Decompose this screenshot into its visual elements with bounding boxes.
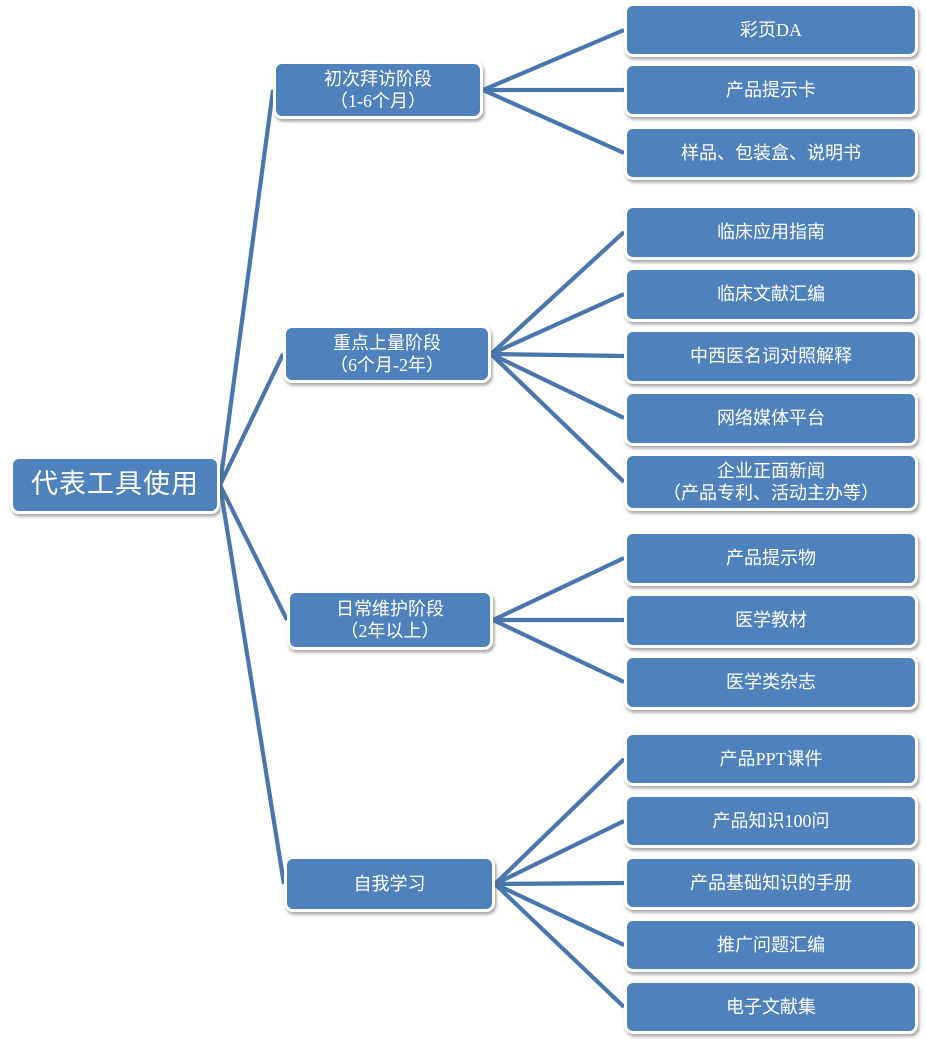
connector-line: [490, 352, 625, 420]
stage-node-sublabel: （1-6个月）: [330, 91, 426, 111]
tool-node-label: 彩页DA: [740, 19, 802, 40]
tool-node-label: 产品知识100问: [712, 810, 830, 831]
tool-node: 产品PPT课件: [624, 732, 918, 786]
tool-node: 网络媒体平台: [624, 391, 918, 446]
connector-line: [494, 882, 625, 947]
root-node-label: 代表工具使用: [31, 469, 199, 500]
stage-node-self-learning: 自我学习: [284, 856, 495, 912]
tool-node: 产品提示物: [624, 531, 918, 586]
stage-node-sublabel: （6个月-2年）: [330, 355, 444, 375]
connector-line: [217, 484, 287, 885]
connector-line: [494, 819, 625, 886]
tool-node-label: 产品基础知识的手册: [690, 872, 852, 893]
connector-line: [218, 484, 289, 621]
tool-node: 产品基础知识的手册: [624, 856, 918, 910]
tool-node: 产品知识100问: [624, 794, 918, 848]
tool-node-label: 产品提示卡: [726, 79, 816, 100]
tool-node-label: 推广问题汇编: [717, 934, 825, 955]
tool-node: 中西医名词对照解释: [624, 329, 918, 384]
stage-node-label: 自我学习: [353, 873, 426, 894]
tool-node-label: 临床应用指南: [717, 222, 825, 243]
tool-node: 医学类杂志: [624, 655, 918, 710]
stage-node-label: 日常维护阶段: [336, 598, 444, 619]
connector-line: [492, 618, 625, 684]
connector-line: [218, 353, 285, 486]
tool-node: 临床文献汇编: [624, 267, 918, 322]
connector-line: [494, 880, 625, 887]
tool-node-label: 产品PPT课件: [719, 748, 823, 769]
tool-node-label: 样品、包装盒、说明书: [681, 142, 861, 163]
connector-line: [482, 28, 625, 92]
tool-node-sublabel: （产品专利、活动主办等）: [663, 483, 879, 503]
connector-line: [490, 351, 625, 359]
connector-line: [490, 292, 625, 356]
tool-node: 临床应用指南: [624, 205, 918, 260]
tool-node-label: 企业正面新闻: [717, 460, 825, 481]
connector-line: [217, 89, 276, 486]
connector-line: [482, 88, 625, 155]
connector-line: [489, 352, 626, 484]
root-node: 代表工具使用: [10, 456, 220, 514]
stage-node-initial-visit: 初次拜访阶段 （1-6个月）: [273, 61, 483, 119]
connector-line: [489, 230, 626, 356]
tool-node: 医学教材: [624, 593, 918, 648]
tool-node: 彩页DA: [624, 3, 918, 57]
tool-node: 样品、包装盒、说明书: [624, 126, 918, 180]
tool-node-label: 电子文献集: [726, 996, 816, 1017]
tool-node-label: 网络媒体平台: [717, 408, 825, 429]
stage-node-label: 初次拜访阶段: [324, 68, 432, 89]
tool-node-label: 医学类杂志: [726, 672, 816, 693]
tool-node: 企业正面新闻 （产品专利、活动主办等）: [624, 453, 918, 511]
stage-node-daily-maintenance: 日常维护阶段 （2年以上）: [287, 590, 493, 650]
tool-node: 电子文献集: [624, 980, 918, 1034]
tool-node: 推广问题汇编: [624, 918, 918, 972]
stage-node-label: 重点上量阶段: [333, 332, 441, 353]
stage-node-sublabel: （2年以上）: [340, 621, 440, 641]
tool-node-label: 临床文献汇编: [717, 284, 825, 305]
tool-node-label: 医学教材: [735, 610, 807, 631]
stage-node-key-volume: 重点上量阶段 （6个月-2年）: [283, 325, 491, 383]
connector-line: [493, 882, 626, 1009]
tool-node-label: 产品提示物: [726, 548, 816, 569]
tool-node-label: 中西医名词对照解释: [690, 346, 852, 367]
tool-node: 产品提示卡: [624, 63, 918, 117]
connector-line: [493, 757, 626, 886]
connector-line: [492, 556, 625, 622]
